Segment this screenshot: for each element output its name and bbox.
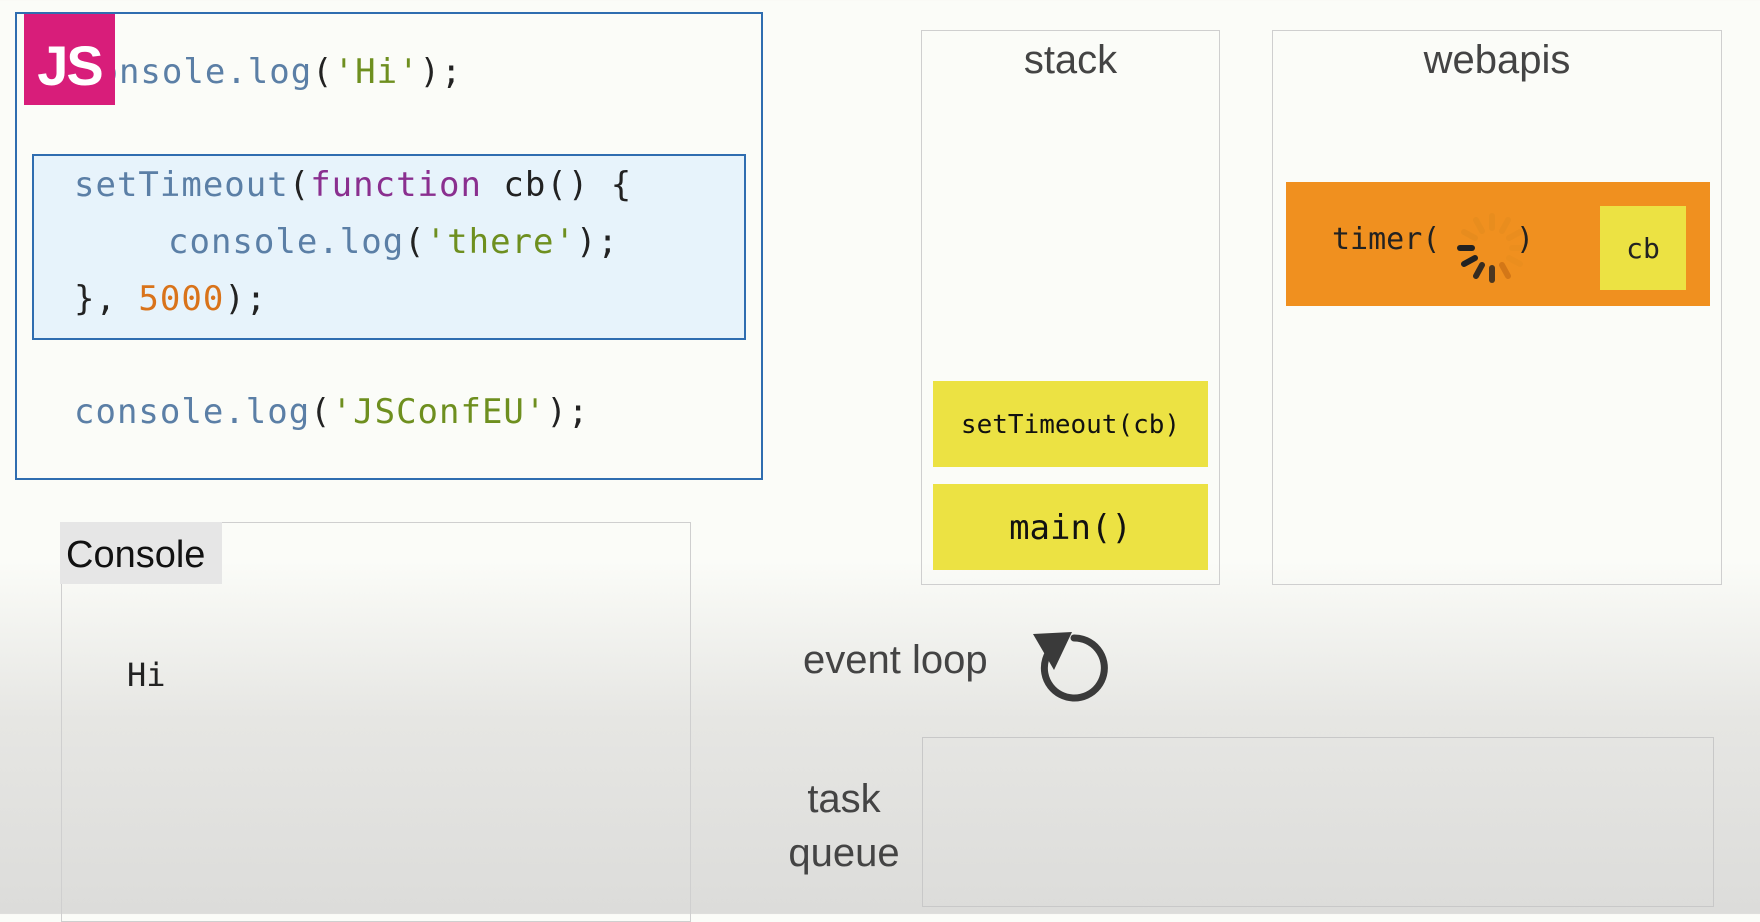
code-token-keyword: function bbox=[310, 165, 482, 205]
code-token-fn: setTimeout bbox=[74, 165, 289, 205]
code-line-console-hi: console.log('Hi'); bbox=[76, 52, 463, 92]
code-token-string: 'JSConfEU' bbox=[331, 392, 547, 432]
task-queue-panel bbox=[922, 737, 1714, 907]
code-token-punc: ); bbox=[419, 52, 463, 92]
code-token-fn: console.log bbox=[168, 222, 405, 262]
task-queue-label-line2: queue bbox=[788, 831, 900, 875]
webapis-panel bbox=[1272, 30, 1722, 585]
task-queue-label: task queue bbox=[780, 772, 908, 880]
task-queue-label-line1: task bbox=[807, 777, 881, 821]
code-line-delay: }, 5000); bbox=[74, 279, 267, 319]
code-line-settimeout: setTimeout(function cb() { bbox=[74, 165, 632, 205]
console-output-line: Hi bbox=[127, 656, 166, 694]
code-token-fn: console.log bbox=[74, 392, 311, 432]
code-token-punc: ); bbox=[546, 392, 590, 432]
code-line-console-jsconfeu: console.log('JSConfEU'); bbox=[74, 392, 589, 432]
code-token-punc: ); bbox=[224, 279, 268, 319]
code-token-identifier: cb bbox=[481, 165, 547, 205]
stack-title: stack bbox=[1023, 38, 1118, 82]
code-token-number: 5000 bbox=[138, 279, 225, 319]
code-token-string: 'Hi' bbox=[333, 52, 420, 92]
code-token-punc: ); bbox=[575, 222, 619, 262]
event-loop-label: event loop bbox=[803, 638, 988, 682]
code-token-punc: ( bbox=[310, 392, 332, 432]
code-token-punc: () { bbox=[546, 165, 633, 205]
refresh-arrow-icon bbox=[1033, 632, 1108, 702]
timer-label: timer( bbox=[1332, 222, 1441, 257]
code-token-string: 'there' bbox=[425, 222, 576, 262]
settimeout-highlight-block bbox=[32, 154, 746, 340]
stack-frame-settimeout: setTimeout(cb) bbox=[933, 381, 1208, 467]
spinner-icon bbox=[1457, 213, 1527, 283]
code-token-punc: ( bbox=[312, 52, 334, 92]
webapis-title: webapis bbox=[1423, 38, 1571, 82]
code-token-punc: ( bbox=[288, 165, 311, 205]
stack-frame-main: main() bbox=[933, 484, 1208, 570]
timer-close-paren: ) bbox=[1516, 222, 1535, 257]
code-token-punc: }, bbox=[74, 279, 139, 319]
console-title: Console bbox=[60, 522, 222, 584]
js-logo: JS bbox=[24, 14, 115, 105]
code-token-fn: console.log bbox=[76, 52, 313, 92]
code-token-punc: ( bbox=[404, 222, 426, 262]
code-line-console-there: console.log('there'); bbox=[168, 222, 619, 262]
stack-panel bbox=[921, 30, 1220, 585]
timer-callback-box: cb bbox=[1600, 206, 1686, 290]
